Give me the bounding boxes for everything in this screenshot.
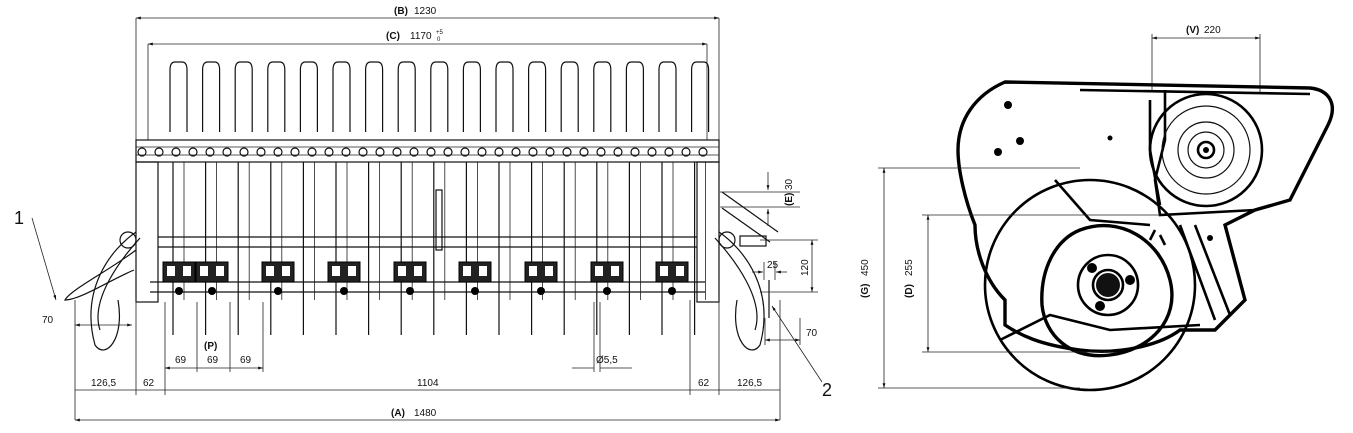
front-view: (B) 1230 (C) 1170 +5 0: [14, 6, 832, 422]
tine: [430, 61, 449, 335]
dimension-70-right: 70: [764, 318, 818, 345]
svg-text:(C): (C): [386, 31, 400, 42]
hole-dimension: Ø5,5: [572, 302, 632, 372]
svg-text:126,5: 126,5: [91, 378, 116, 389]
dimension-120: 120: [760, 239, 818, 293]
dimension-v: (V) 220: [1151, 25, 1261, 92]
tine: [691, 61, 710, 335]
tine: [495, 61, 514, 335]
drive-block: [327, 261, 361, 295]
svg-text:(V): (V): [1186, 25, 1199, 36]
svg-text:69: 69: [175, 355, 187, 366]
dim-c-value: 1170: [410, 31, 432, 42]
drive-block: [524, 261, 558, 295]
dim-b-value: 1230: [414, 6, 437, 17]
callout-2: 2: [822, 380, 832, 400]
svg-text:+5: +5: [436, 30, 444, 36]
svg-text:62: 62: [698, 378, 710, 389]
svg-text:70: 70: [806, 328, 818, 339]
dimension-d: (D) 255: [904, 214, 1160, 353]
svg-text:(E): (E): [784, 193, 795, 206]
drive-block: [261, 261, 295, 295]
dim-g-value: 450: [860, 259, 871, 276]
svg-text:(B): (B): [394, 6, 408, 17]
svg-text:Ø5,5: Ø5,5: [596, 355, 618, 366]
callouts: 1 2: [14, 208, 832, 400]
dimension-a: (A) 1480: [75, 408, 780, 422]
drive-block: [162, 261, 196, 295]
upper-drum: [1148, 92, 1264, 208]
dim-a-value: 1480: [414, 408, 437, 419]
drive-block: [655, 261, 689, 295]
svg-text:69: 69: [207, 355, 219, 366]
dimension-bottom-chain: 126,5 62 1104 62 126,5: [74, 300, 781, 420]
roller-outline: [983, 178, 1197, 392]
dimension-c: (C) 1170 +5 0: [147, 30, 708, 140]
tine: [365, 61, 384, 335]
tines: [169, 61, 710, 335]
dim-d-value: 255: [904, 259, 915, 276]
side-view: (V) 220: [860, 25, 1334, 392]
tine: [397, 61, 416, 335]
svg-text:0: 0: [437, 37, 441, 43]
svg-text:(G): (G): [860, 284, 871, 298]
drive-blocks: [162, 261, 689, 295]
dimension-69: 69 69 69 (P): [164, 302, 264, 372]
svg-text:25: 25: [767, 260, 779, 271]
svg-text:120: 120: [800, 259, 811, 276]
housing-outline: [956, 80, 1334, 353]
dimension-70-left: 70: [42, 315, 132, 327]
left-spring: [64, 231, 141, 351]
right-spring: [714, 191, 779, 351]
dimension-25: 25: [752, 260, 787, 280]
tine: [560, 61, 579, 335]
svg-text:(D): (D): [904, 284, 915, 298]
svg-text:1104: 1104: [417, 378, 439, 389]
dimension-b: (B) 1230: [135, 6, 720, 140]
svg-text:70: 70: [42, 315, 54, 326]
dimension-e: (E) 30: [720, 172, 800, 226]
svg-text:(P): (P): [204, 341, 217, 352]
svg-text:69: 69: [240, 355, 252, 366]
lower-drum: [1040, 224, 1174, 358]
chain-bolts: [137, 147, 708, 157]
drive-block: [458, 261, 492, 295]
drive-block: [590, 261, 624, 295]
svg-text:(A): (A): [391, 408, 405, 419]
tine: [299, 61, 318, 335]
drive-block: [393, 261, 427, 295]
dim-e-value: 30: [784, 178, 795, 190]
tine: [234, 61, 253, 335]
svg-text:62: 62: [143, 378, 155, 389]
tine: [462, 61, 481, 335]
dim-v-value: 220: [1204, 25, 1221, 36]
callout-1: 1: [14, 208, 24, 228]
svg-text:126,5: 126,5: [737, 378, 762, 389]
dimension-g: (G) 450: [860, 167, 1080, 389]
tine: [625, 61, 644, 335]
drive-block: [195, 261, 229, 295]
